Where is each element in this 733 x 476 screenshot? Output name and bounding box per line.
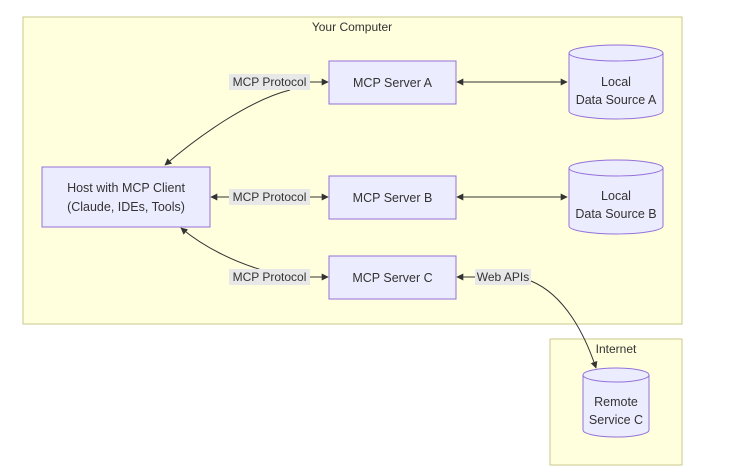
- edge-host-server-a: MCP Protocol: [164, 74, 329, 166]
- edge-label-host-b: MCP Protocol: [233, 190, 307, 204]
- node-data-b-line2: Data Source B: [575, 207, 656, 221]
- node-remote-line2: Service C: [589, 413, 643, 427]
- node-data-b-line1: Local: [601, 189, 631, 203]
- node-server-b-label: MCP Server B: [353, 191, 433, 205]
- node-mcp-server-c: MCP Server C: [328, 255, 457, 300]
- node-data-a-line2: Data Source A: [576, 93, 657, 107]
- node-server-a-label: MCP Server A: [353, 76, 433, 90]
- node-host-line2: (Claude, IDEs, Tools): [67, 200, 185, 214]
- cluster-internet-title: Internet: [596, 342, 637, 356]
- cluster-your-computer-title: Your Computer: [312, 20, 392, 34]
- node-local-data-source-a: Local Data Source A: [568, 44, 664, 120]
- edge-label-web-apis: Web APIs: [477, 270, 529, 284]
- edge-server-c-remote: Web APIs: [456, 269, 598, 369]
- node-mcp-server-a: MCP Server A: [328, 60, 457, 105]
- node-remote-service-c: Remote Service C: [582, 367, 650, 438]
- node-data-a-line1: Local: [601, 75, 631, 89]
- cluster-internet: Internet: [549, 338, 683, 466]
- node-host-line1: Host with MCP Client: [67, 181, 185, 195]
- edge-host-server-b: MCP Protocol: [210, 189, 329, 205]
- node-mcp-server-b: MCP Server B: [328, 175, 457, 220]
- node-local-data-source-b: Local Data Source B: [568, 159, 664, 235]
- edge-label-host-a: MCP Protocol: [233, 75, 307, 89]
- edge-host-server-c: MCP Protocol: [180, 227, 329, 285]
- node-host-mcp-client: Host with MCP Client (Claude, IDEs, Tool…: [41, 166, 211, 228]
- node-remote-line1: Remote: [594, 395, 638, 409]
- node-server-c-label: MCP Server C: [352, 271, 432, 285]
- edge-label-host-c: MCP Protocol: [233, 270, 307, 284]
